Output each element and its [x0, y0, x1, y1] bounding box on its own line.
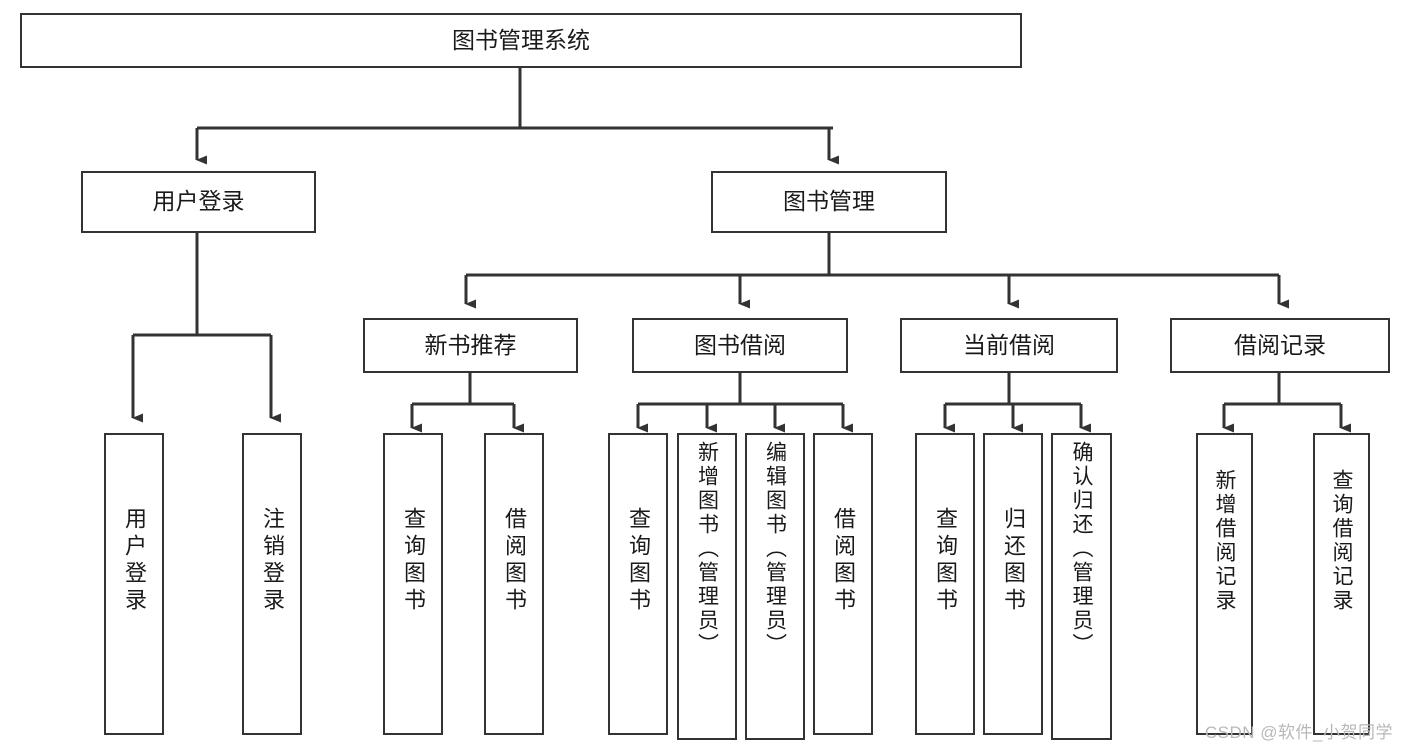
leaf-borrow-add-book[interactable]: 新增图书（管理员）	[677, 433, 737, 740]
leaf-user-login-logout-label: 注销登录	[260, 507, 285, 615]
leaf-record-add-label: 新增借阅记录	[1213, 469, 1236, 613]
leaf-borrow-query-book-label: 查询图书	[626, 507, 651, 615]
leaf-current-return-book[interactable]: 归还图书	[983, 433, 1043, 735]
leaf-user-login-logout[interactable]: 注销登录	[242, 433, 302, 735]
leaf-new-book-query-label: 查询图书	[401, 507, 426, 615]
node-new-book-recommend[interactable]: 新书推荐	[363, 318, 578, 373]
leaf-user-login-login-label: 用户登录	[122, 507, 147, 615]
node-book-borrow-label: 图书借阅	[694, 331, 786, 358]
leaf-new-book-borrow-label: 借阅图书	[502, 507, 527, 615]
leaf-new-book-query[interactable]: 查询图书	[383, 433, 443, 735]
leaf-borrow-borrow-book[interactable]: 借阅图书	[813, 433, 873, 735]
leaf-current-query-book[interactable]: 查询图书	[915, 433, 975, 735]
node-root[interactable]: 图书管理系统	[20, 13, 1022, 68]
node-current-borrow[interactable]: 当前借阅	[900, 318, 1118, 373]
leaf-borrow-add-book-label: 新增图书（管理员）	[695, 441, 719, 657]
node-current-borrow-label: 当前借阅	[963, 331, 1055, 358]
leaf-borrow-query-book[interactable]: 查询图书	[608, 433, 668, 735]
watermark: CSDN @软件_小贺同学	[1204, 723, 1393, 742]
leaf-borrow-edit-book-label: 编辑图书（管理员）	[763, 441, 787, 657]
node-user-login[interactable]: 用户登录	[81, 171, 316, 233]
node-root-label: 图书管理系统	[452, 26, 590, 53]
node-borrow-record-label: 借阅记录	[1234, 331, 1326, 358]
leaf-new-book-borrow[interactable]: 借阅图书	[484, 433, 544, 735]
leaf-borrow-edit-book[interactable]: 编辑图书（管理员）	[745, 433, 805, 740]
node-new-book-recommend-label: 新书推荐	[424, 331, 517, 358]
node-book-borrow[interactable]: 图书借阅	[632, 318, 848, 373]
node-borrow-record[interactable]: 借阅记录	[1170, 318, 1390, 373]
node-user-login-label: 用户登录	[152, 188, 245, 215]
leaf-current-return-book-label: 归还图书	[1001, 507, 1026, 615]
node-book-management-label: 图书管理	[783, 188, 875, 215]
leaf-borrow-borrow-book-label: 借阅图书	[831, 507, 856, 615]
leaf-current-confirm-return-label: 确认归还（管理员）	[1070, 441, 1093, 657]
node-book-management[interactable]: 图书管理	[711, 171, 947, 233]
leaf-current-confirm-return[interactable]: 确认归还（管理员）	[1051, 433, 1112, 740]
leaf-record-query-label: 查询借阅记录	[1330, 469, 1353, 613]
leaf-user-login-login[interactable]: 用户登录	[104, 433, 164, 735]
leaf-current-query-book-label: 查询图书	[933, 507, 958, 615]
leaf-record-add[interactable]: 新增借阅记录	[1196, 433, 1253, 735]
leaf-record-query[interactable]: 查询借阅记录	[1313, 433, 1370, 735]
